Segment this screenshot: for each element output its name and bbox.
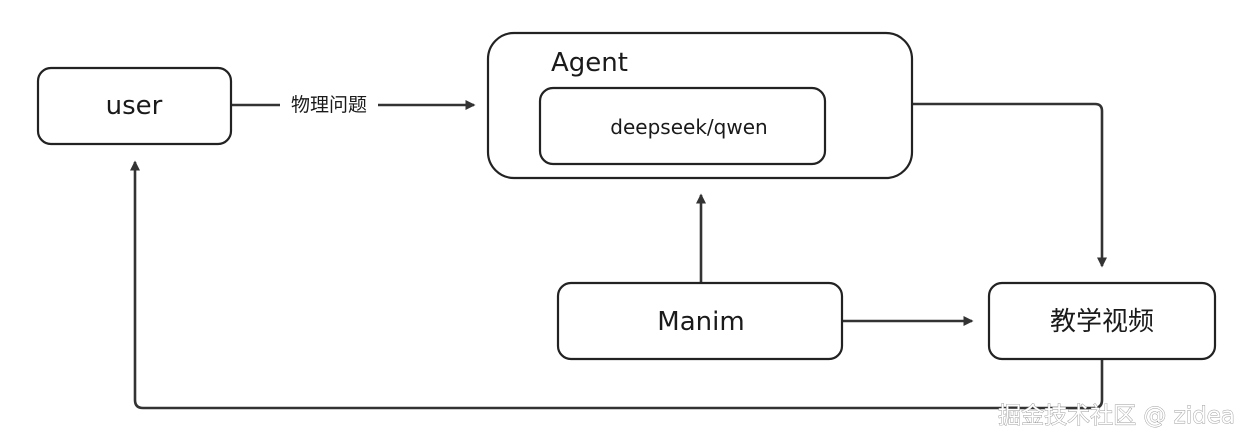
user-box	[36, 66, 233, 146]
edge-agent-to-video	[912, 102, 1107, 268]
video-box	[987, 281, 1217, 361]
edge-label-background	[280, 93, 378, 117]
user-label: user	[106, 91, 163, 121]
node-model: deepseek/qwen	[538, 86, 827, 166]
node-user: user	[36, 66, 233, 146]
watermark-text: 掘金技术社区 @ zidea	[998, 403, 1235, 429]
model-label: deepseek/qwen	[610, 115, 767, 139]
edge-label-text: 物理问题	[291, 94, 367, 116]
edge-video-to-user	[130, 160, 1104, 410]
manim-box	[556, 281, 844, 361]
video-label: 教学视频	[1050, 307, 1154, 337]
model-box	[538, 86, 827, 166]
edge-label-user-to-agent: 物理问题	[280, 93, 378, 117]
node-manim: Manim	[556, 281, 844, 361]
manim-label: Manim	[657, 307, 744, 337]
node-video: 教学视频	[987, 281, 1217, 361]
agent-label: Agent	[551, 48, 628, 78]
